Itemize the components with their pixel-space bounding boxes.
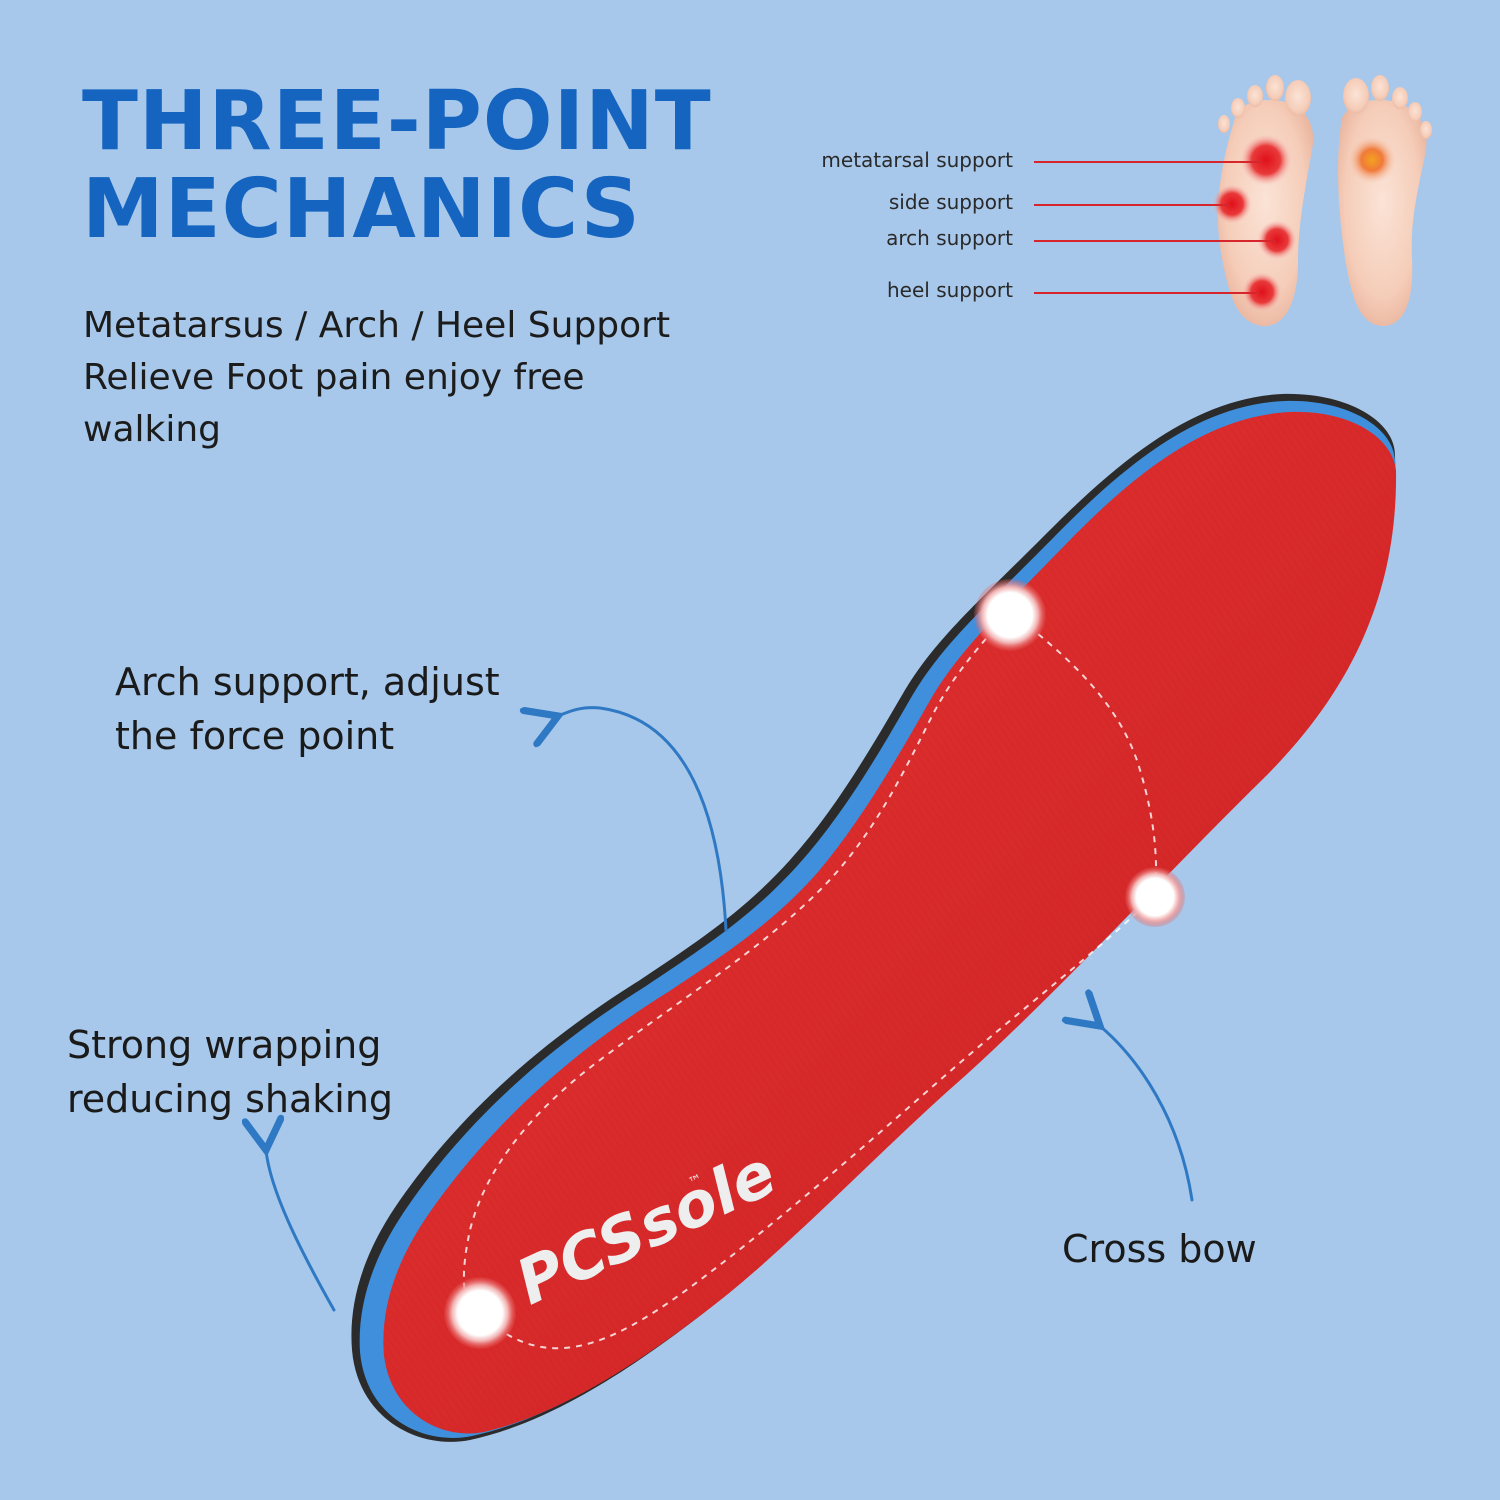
heel-dot — [444, 1277, 516, 1349]
heel-hotspot — [1242, 272, 1282, 312]
metatarsal-hotspot — [1240, 134, 1292, 186]
callout-wrap-line-2: reducing shaking — [67, 1077, 394, 1121]
stitching-inner — [499, 894, 1156, 1350]
callout-wrap-line-1: Strong wrapping — [67, 1023, 382, 1067]
brand-logo-trademark: ™ — [686, 1171, 705, 1191]
label-side-support: side support — [888, 190, 1013, 214]
arrows — [266, 706, 1194, 1312]
arrow-wrap-icon — [266, 1150, 336, 1312]
subtext-line-1: Metatarsus / Arch / Heel Support — [83, 305, 671, 346]
label-arch-support: arch support — [886, 226, 1013, 250]
arrow-cross-icon — [1100, 1026, 1194, 1202]
metatarsal-dot — [974, 579, 1046, 651]
headline-line-2: MECHANICS — [82, 162, 641, 257]
subtext-line-2: Relieve Foot pain enjoy free — [83, 357, 585, 398]
side-hotspot — [1212, 184, 1252, 224]
arch-dot — [1125, 867, 1185, 927]
arrow-arch-icon — [558, 706, 728, 932]
headline: THREE-POINT MECHANICS — [82, 78, 712, 254]
foot-right-icon — [1338, 75, 1432, 326]
label-heel-support: heel support — [887, 278, 1013, 302]
arch-hotspot — [1257, 220, 1297, 260]
insole-image: PCSsole ™ — [351, 393, 1397, 1442]
callout-arch-support: Arch support, adjust the force point — [115, 655, 500, 763]
subtext-line-3: walking — [83, 409, 222, 450]
pointer-lines — [1034, 161, 1276, 294]
headline-line-1: THREE-POINT — [82, 74, 712, 169]
callout-arch-line-1: Arch support, adjust — [115, 660, 500, 704]
foot-left-icon — [1212, 75, 1314, 327]
callout-cross-bow: Cross bow — [1062, 1227, 1257, 1271]
warm-spot — [1348, 136, 1396, 184]
callout-arch-line-2: the force point — [115, 714, 395, 758]
label-metatarsal-support: metatarsal support — [821, 148, 1013, 172]
subtext: Metatarsus / Arch / Heel Support Relieve… — [83, 300, 723, 456]
callout-strong-wrapping: Strong wrapping reducing shaking — [67, 1018, 393, 1126]
stitching-outer — [462, 611, 1011, 1321]
